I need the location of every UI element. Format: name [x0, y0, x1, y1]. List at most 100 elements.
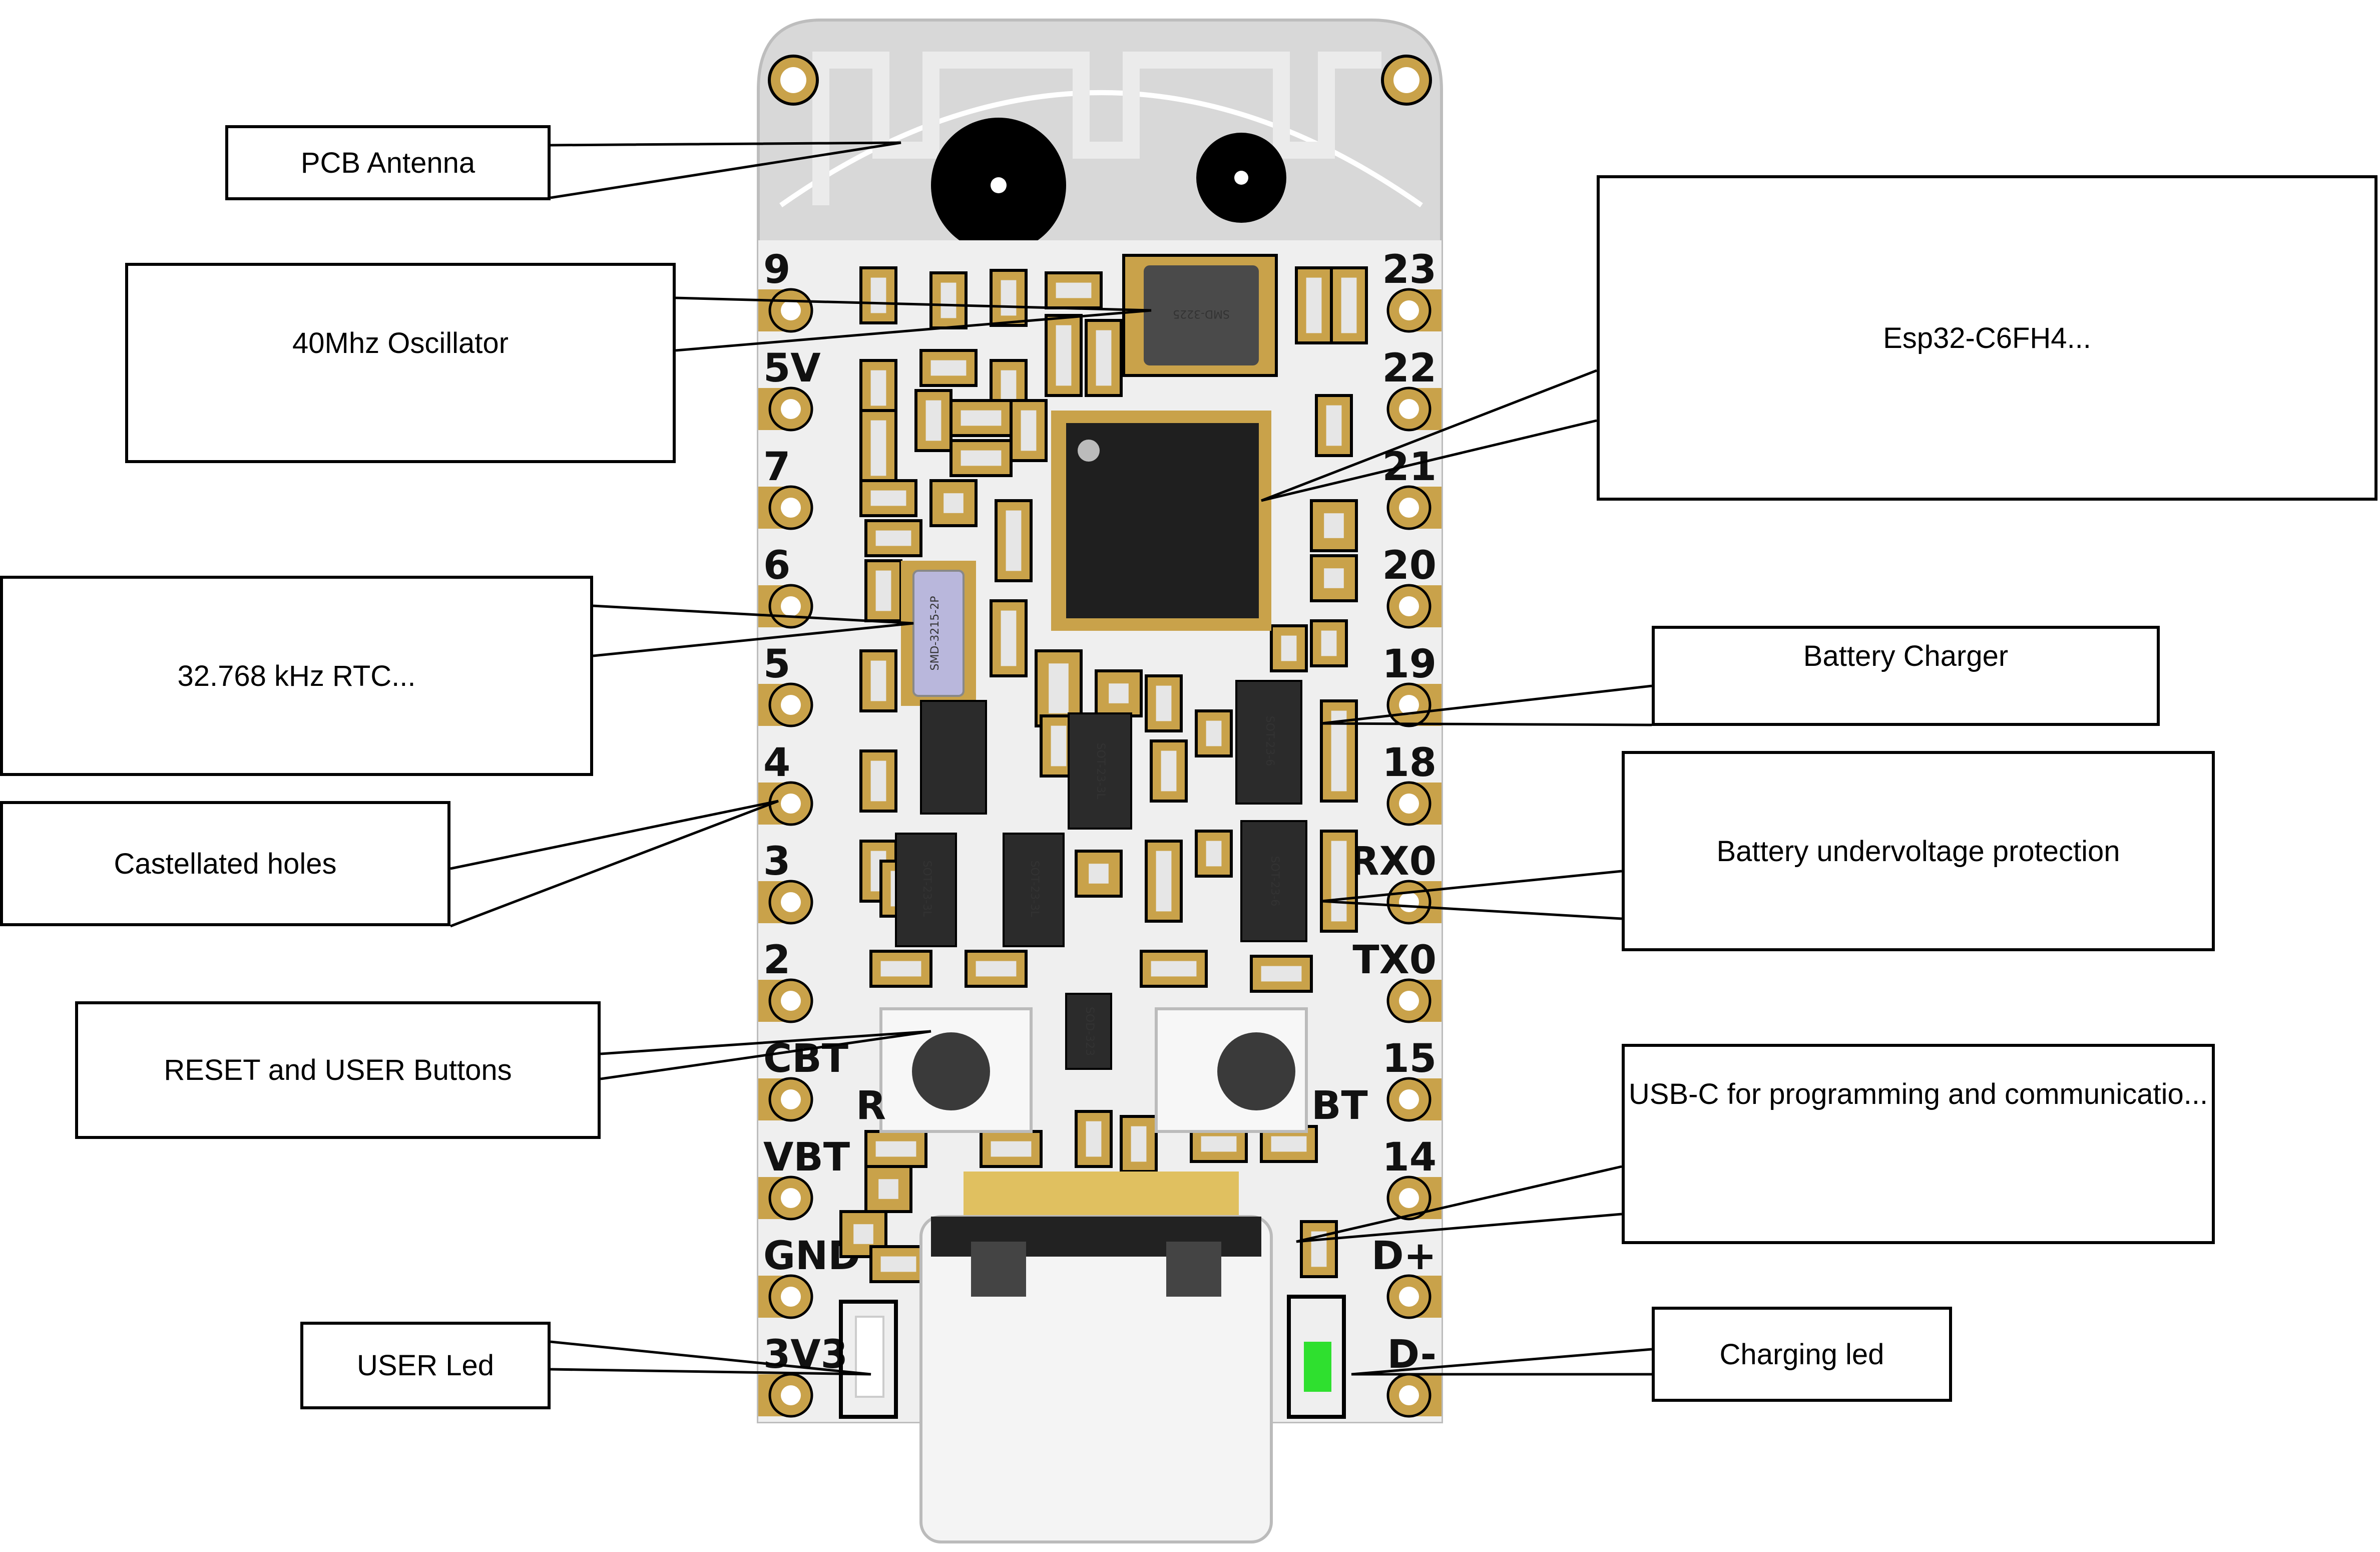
passive-body	[1056, 282, 1092, 298]
right-pin-label: 21	[1382, 445, 1437, 490]
left-hole-center	[781, 695, 801, 715]
charging-led-frame	[1287, 1295, 1346, 1419]
charger-body	[1235, 680, 1302, 805]
sot-d-body	[1003, 833, 1065, 947]
left-hole-center	[781, 1385, 801, 1405]
passive-body	[880, 1256, 916, 1272]
passive-body	[875, 530, 911, 546]
right-hole-center	[1399, 1089, 1419, 1109]
passive-body	[1001, 280, 1017, 316]
usb-c-latch-right	[1166, 1242, 1221, 1297]
passive-pad	[859, 266, 897, 324]
charging-led	[1287, 1295, 1346, 1419]
left-pin-label: VBT	[763, 1135, 850, 1180]
left-pin-label: 5	[763, 642, 790, 687]
passive-body	[991, 1141, 1032, 1157]
left-pin-label: CBT	[763, 1036, 848, 1081]
leader-oscillator	[675, 296, 1152, 352]
passive-body	[1341, 277, 1357, 333]
callout-usb-c: USB-C for programming and communicatio..…	[1622, 1044, 2215, 1244]
passive-body	[961, 450, 1002, 466]
user-button[interactable]	[1155, 1007, 1308, 1133]
passive-body	[880, 961, 921, 977]
passive-body	[1281, 635, 1297, 661]
protection-marking: SOT-23-6	[1268, 856, 1281, 907]
esp32-pin1-dot	[1078, 440, 1100, 462]
leader-user-led	[550, 1340, 871, 1376]
sot-package-c: SOT-23-3L	[895, 833, 957, 947]
esp32-chip	[1051, 411, 1271, 631]
callout-undervoltage-protection: Battery undervoltage protection	[1622, 751, 2215, 951]
callout-reset-user-buttons: RESET and USER Buttons	[75, 1001, 601, 1139]
passive-body	[1206, 720, 1222, 746]
oscillator-40mhz: SMD-3225	[1122, 254, 1278, 377]
right-hole-center	[1399, 794, 1419, 814]
charging-led-body	[1304, 1342, 1331, 1392]
right-pin-label: RX0	[1349, 839, 1437, 884]
callout-esp32: Esp32-C6FH4...	[1597, 175, 2377, 501]
right-pin-label: 20	[1382, 543, 1437, 588]
user-button-cap	[1217, 1032, 1295, 1110]
button-bt-label: BT	[1311, 1083, 1368, 1128]
speaker-eye-small-center	[1234, 171, 1248, 185]
passive-body	[940, 282, 957, 318]
passive-body	[1021, 410, 1037, 451]
user-led-body	[855, 1316, 884, 1398]
speaker-eye-large-center	[991, 177, 1007, 193]
passive-body	[1271, 1136, 1307, 1152]
reset-button-cap	[912, 1032, 990, 1110]
leader-antenna	[550, 141, 901, 199]
sot-a-body	[920, 700, 987, 815]
left-hole-center	[781, 300, 801, 320]
passive-pad	[1140, 950, 1208, 988]
passive-body	[870, 490, 906, 506]
leader-castellated	[450, 800, 779, 928]
right-pin-label: 14	[1382, 1135, 1437, 1180]
sod-body	[1065, 993, 1112, 1070]
passive-body	[1156, 685, 1172, 721]
user-led	[839, 1300, 898, 1419]
passive-body	[878, 1179, 898, 1199]
protection-body	[1240, 820, 1307, 942]
left-hole-center	[781, 892, 801, 912]
passive-pad	[869, 1245, 927, 1283]
mount-hole-left-inner	[780, 67, 806, 93]
leader-usbc	[1296, 1165, 1622, 1243]
left-hole-center	[781, 498, 801, 518]
passive-body	[870, 660, 886, 701]
right-hole-center	[1399, 1188, 1419, 1208]
rtc-marking: SMD-3215-2P	[929, 596, 941, 670]
right-pin-label: 23	[1382, 247, 1437, 292]
left-hole-center	[781, 1089, 801, 1109]
passive-body	[1321, 630, 1337, 656]
passive-body	[930, 360, 967, 376]
callout-castellated-holes: Castellated holes	[0, 801, 450, 926]
left-hole-center	[781, 399, 801, 419]
passive-body	[870, 277, 886, 313]
passive-body	[1056, 325, 1072, 386]
left-hole-center	[781, 596, 801, 616]
passive-body	[853, 1224, 873, 1244]
passive-body	[1001, 610, 1017, 666]
leader-charger	[1321, 684, 1652, 726]
user-led-frame	[839, 1300, 898, 1419]
right-hole-center	[1399, 1385, 1419, 1405]
leader-undervoltage	[1321, 870, 1622, 920]
passive-body	[1331, 841, 1347, 922]
oscillator-body	[1144, 265, 1259, 365]
right-hole-center	[1399, 596, 1419, 616]
right-pin-label: D+	[1371, 1234, 1437, 1279]
sot-c-marking: SOT-23-3L	[920, 861, 933, 918]
right-hole-center	[1399, 498, 1419, 518]
sot-package-b: SOT-23-3L	[1068, 712, 1132, 830]
passive-body	[1326, 405, 1342, 446]
passive-body	[976, 961, 1017, 977]
sot-b-marking: SOT-23-3L	[1094, 743, 1107, 800]
reset-button[interactable]	[879, 1007, 1033, 1133]
passive-body	[1261, 966, 1302, 982]
passive-body	[943, 493, 964, 513]
callout-battery-charger: Battery Charger	[1652, 626, 2160, 726]
